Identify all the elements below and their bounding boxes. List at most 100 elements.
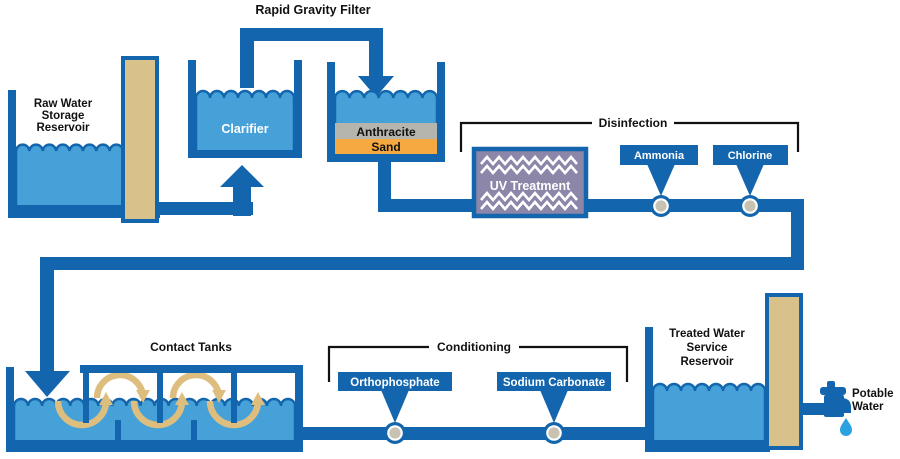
- raw-reservoir-dam-wall: [121, 56, 159, 223]
- chlorine-label: Chlorine: [728, 150, 773, 162]
- sodium-carbonate-callout-pointer: [540, 390, 568, 423]
- pipe-rgf-left-riser: [240, 28, 254, 88]
- contact-tanks-baffle: [157, 373, 163, 423]
- raw-reservoir-left-wall: [8, 90, 16, 218]
- orthophosphate-callout-box: [338, 372, 452, 391]
- ammonia-callout-box: [620, 145, 698, 165]
- pipe-rgf-right-drop: [369, 41, 383, 77]
- chlorine-callout-box: [713, 145, 788, 165]
- contact-tanks-bottom-baffle: [115, 420, 121, 442]
- filter-right-wall: [437, 62, 445, 162]
- water-drop-icon: [840, 418, 852, 436]
- circulation-arrowhead-icon: [175, 392, 189, 405]
- faucet-icon: [820, 381, 851, 417]
- conditioning-bracket: [327, 345, 629, 382]
- pipe-contact-inlet-drop: [40, 257, 54, 373]
- chlorine-injection-point: Chlorine: [713, 145, 788, 217]
- flow-arrow-into-contact-tanks: [25, 371, 70, 397]
- anthracite-layer: [335, 123, 437, 140]
- circulation-arrowhead-icon: [99, 392, 113, 405]
- contact-tanks: Contact Tanks: [6, 340, 303, 452]
- uv-wave-icon: [480, 155, 578, 166]
- treated-reservoir-label-line1: Treated Water: [669, 328, 745, 340]
- treated-reservoir-label-line3: Reservoir: [680, 356, 734, 368]
- circulation-arrowhead-icon: [136, 390, 150, 403]
- circulation-arrowhead-icon: [251, 392, 265, 405]
- raw-water-storage-reservoir: Raw Water Storage Reservoir: [8, 56, 160, 223]
- uv-wave-icon: [480, 164, 578, 175]
- disinfection-section: Disinfection UV Treatment Ammonia Chlori…: [459, 116, 800, 219]
- pipe-contact-to-reservoir: [300, 427, 651, 440]
- filter-left-wall: [327, 62, 335, 162]
- sand-label: Sand: [371, 140, 400, 154]
- pipe-right-vertical: [791, 199, 804, 270]
- contact-tanks-bottom-baffle: [191, 420, 197, 442]
- contact-tanks-baffle: [83, 373, 89, 423]
- pipe-clarifier-inlet-riser: [233, 186, 251, 216]
- orthophosphate-callout-pointer: [381, 390, 409, 423]
- clarifier-bottom: [188, 150, 302, 158]
- treated-water-service-reservoir: Treated Water Service Reservoir: [645, 293, 803, 452]
- sodium-carbonate-callout-box: [497, 372, 611, 391]
- pipe-filter-to-uv: [378, 199, 472, 212]
- disinfection-label: Disinfection: [599, 116, 668, 130]
- treated-reservoir-water: [651, 382, 767, 446]
- clarifier-water: [194, 89, 296, 156]
- treated-reservoir-left-wall: [645, 327, 653, 452]
- potable-water-label-line1: Potable: [852, 388, 894, 400]
- conditioning-label: Conditioning: [437, 340, 511, 354]
- uv-treatment-label: UV Treatment: [490, 179, 571, 193]
- anthracite-label: Anthracite: [356, 125, 416, 139]
- filter-water: [333, 89, 439, 130]
- rapid-gravity-filter-tank: Anthracite Sand Rapid Gravity Filter: [255, 3, 445, 162]
- orthophosphate-injection-point: Orthophosphate: [338, 372, 452, 444]
- uv-treatment-box: UV Treatment: [471, 146, 589, 219]
- raw-reservoir-label-line2: Storage: [42, 110, 85, 122]
- treated-reservoir-bottom: [645, 440, 770, 452]
- ammonia-injection-point: Ammonia: [620, 145, 698, 217]
- chlorine-callout-pointer: [736, 164, 764, 196]
- contact-tanks-right-wall: [295, 365, 303, 452]
- clarifier-label: Clarifier: [221, 122, 268, 136]
- rapid-gravity-filter-label: Rapid Gravity Filter: [255, 3, 370, 17]
- uv-wave-icon: [480, 200, 578, 211]
- circulation-arrowhead-icon: [212, 390, 226, 403]
- pipe-uv-to-corner: [586, 199, 804, 212]
- sodium-carbonate-injection-point: Sodium Carbonate: [497, 372, 611, 444]
- sand-layer: [335, 139, 437, 155]
- potable-water-outlet: Potable Water: [801, 381, 894, 436]
- ammonia-callout-pointer: [647, 164, 675, 196]
- potable-water-label-line2: Water: [852, 401, 884, 413]
- clarifier-tank: Clarifier: [188, 60, 302, 158]
- pipe-rgf-top-horizontal: [240, 28, 383, 41]
- filter-bottom: [327, 154, 445, 162]
- circulation-arc-icon: [54, 400, 110, 429]
- uv-wave-icon: [480, 191, 578, 202]
- pipe-raw-to-clarifier: [157, 202, 253, 215]
- contact-tanks-bottom: [6, 440, 303, 452]
- flow-arrow-into-filter: [358, 76, 394, 97]
- conditioning-section: Conditioning Orthophosphate Sodium Carbo…: [327, 340, 629, 444]
- clarifier-left-wall: [188, 60, 196, 158]
- raw-reservoir-label-line1: Raw Water: [34, 98, 93, 110]
- treated-reservoir-dam-wall: [765, 293, 803, 450]
- clarifier-right-wall: [294, 60, 302, 158]
- sodium-carbonate-label: Sodium Carbonate: [503, 377, 605, 389]
- contact-tanks-baffle: [231, 373, 237, 423]
- ammonia-label: Ammonia: [634, 150, 685, 162]
- pipe-return-horizontal: [40, 257, 804, 270]
- contact-tanks-header: [80, 365, 303, 373]
- disinfection-bracket: [459, 121, 800, 152]
- raw-reservoir-label-line3: Reservoir: [36, 122, 90, 134]
- orthophosphate-label: Orthophosphate: [350, 377, 439, 389]
- tap-supply-pipe: [801, 403, 829, 415]
- circulation-arc-icon: [93, 371, 147, 399]
- circulation-arc-icon: [130, 400, 186, 429]
- contact-tanks-left-wall: [6, 367, 14, 452]
- treated-reservoir-label-line2: Service: [687, 342, 728, 354]
- circulation-arc-icon: [169, 371, 223, 399]
- circulation-arc-icon: [206, 400, 262, 429]
- raw-reservoir-water: [14, 143, 125, 212]
